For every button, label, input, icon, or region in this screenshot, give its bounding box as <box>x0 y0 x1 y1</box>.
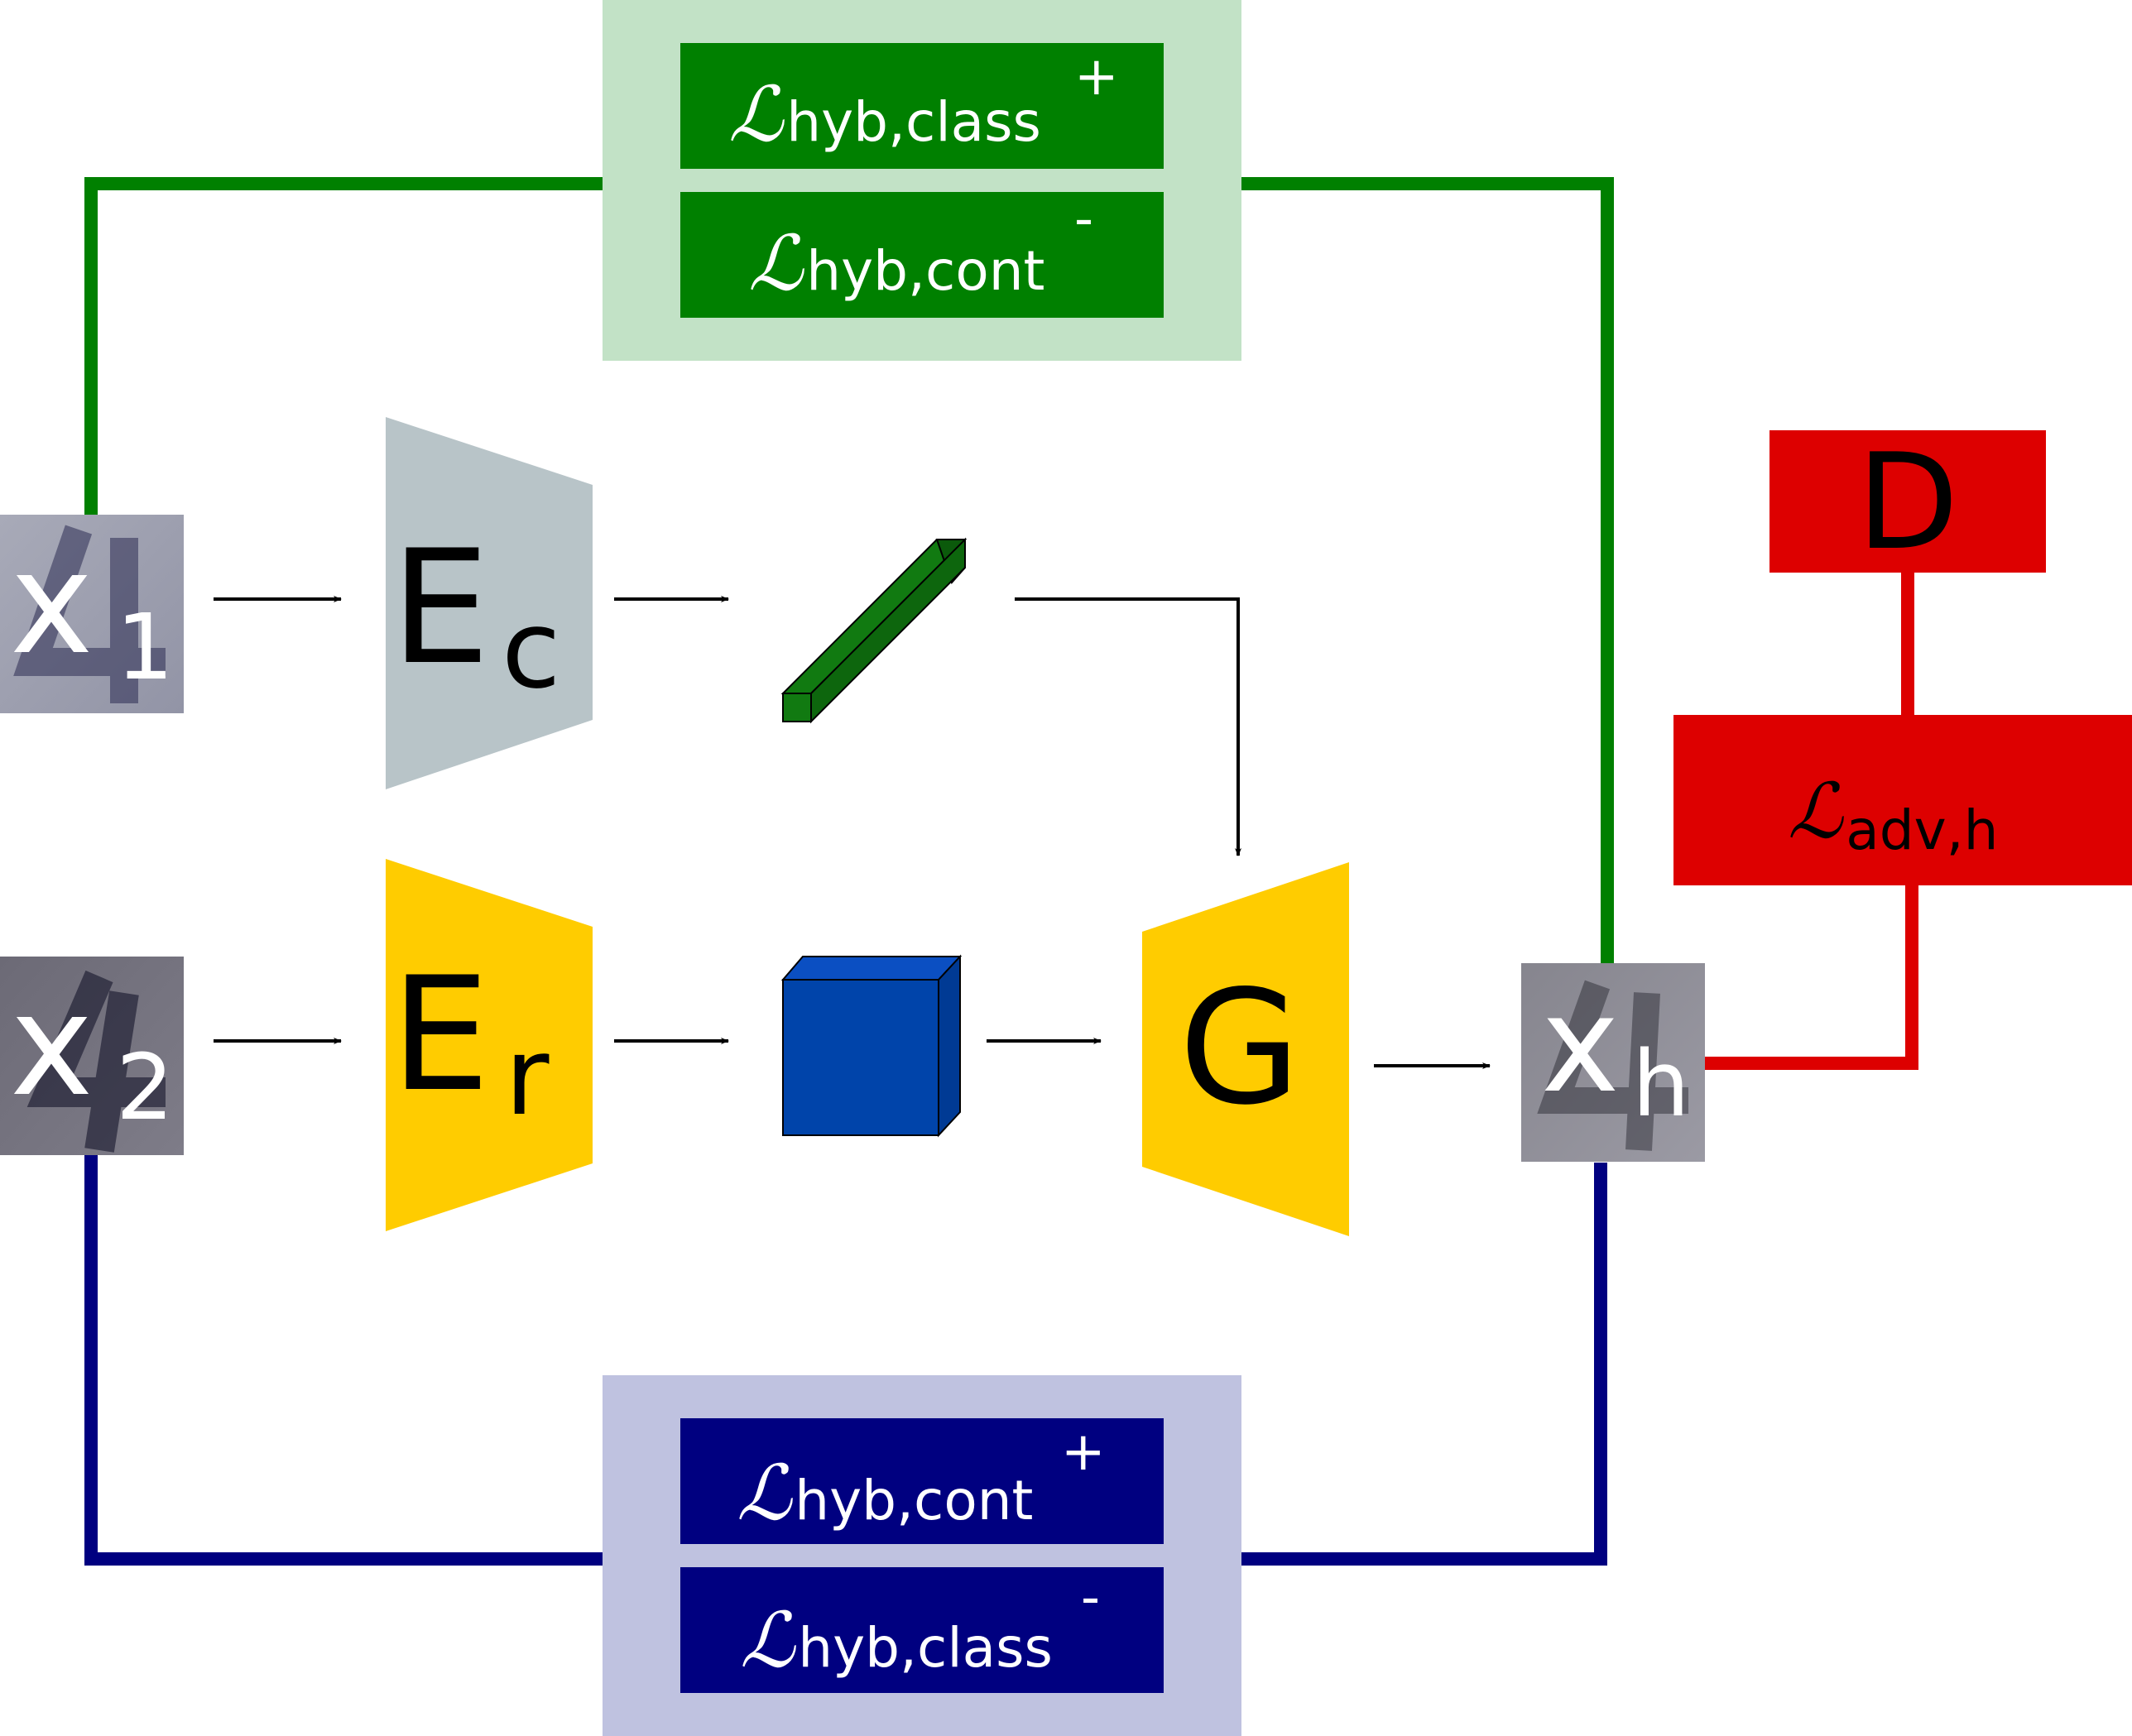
discriminator-label: D <box>1856 424 1958 579</box>
loss-hyb-cont-plus: ℒhyb,cont + <box>680 1418 1164 1544</box>
svg-text:ℒhyb,cont: ℒhyb,cont <box>748 219 1044 308</box>
arrows <box>214 596 1491 1069</box>
top-loss-panel: ℒhyb,class + ℒhyb,cont - <box>603 0 1241 361</box>
loss-subscript: hyb,class <box>798 1616 1053 1680</box>
digit-stroke-shape <box>26 970 166 1153</box>
green-connections <box>84 177 1614 964</box>
loss-superscript: + <box>1074 46 1119 108</box>
generator-label: G <box>1179 957 1300 1139</box>
loss-subscript: adv,h <box>1846 798 1998 862</box>
svg-text:ℒhyb,class: ℒhyb,class <box>728 70 1041 159</box>
green-line-x1-to-top-panel <box>84 177 604 516</box>
svg-text:x1: x1 <box>10 522 174 700</box>
output-subscript: h <box>1632 1031 1690 1137</box>
loss-superscript: - <box>1074 189 1093 250</box>
discriminator-block: D <box>1769 424 2046 579</box>
generator-g: G <box>1142 862 1349 1236</box>
digit-stroke-shape <box>13 525 166 703</box>
red-connections <box>1705 573 1918 1070</box>
navy-connections <box>84 1154 1607 1566</box>
bottom-loss-panel: ℒhyb,cont + ℒhyb,class - <box>603 1375 1241 1736</box>
navy-line-bottom-panel-to-xh <box>1241 1163 1607 1566</box>
loss-symbol: ℒ <box>748 219 804 308</box>
svg-text:Er: Er <box>391 943 550 1139</box>
digit-image-icon <box>1521 963 1705 1162</box>
output-base-label: x <box>1541 967 1620 1122</box>
loss-subscript: hyb,cont <box>806 239 1044 303</box>
input-base-label: x <box>10 522 94 686</box>
svg-text:ℒhyb,cont: ℒhyb,cont <box>737 1449 1033 1537</box>
loss-hyb-cont-minus: ℒhyb,cont - <box>680 189 1164 318</box>
encoder-subscript: c <box>502 587 560 712</box>
loss-superscript: + <box>1061 1422 1106 1483</box>
loss-symbol: ℒ <box>1788 767 1844 856</box>
input-subscript: 2 <box>116 1034 174 1140</box>
encoder-base-label: E <box>391 516 490 699</box>
loss-superscript: - <box>1081 1567 1100 1628</box>
green-line-top-panel-to-xh <box>1241 177 1614 964</box>
svg-text:Ec: Ec <box>391 516 560 712</box>
digit-stroke-shape <box>1537 980 1688 1151</box>
adversarial-loss-block: ℒadv,h <box>1673 715 2132 885</box>
loss-hyb-class-minus: ℒhyb,class - <box>680 1567 1164 1693</box>
loss-symbol: ℒ <box>740 1596 796 1685</box>
red-line-adv-loss-to-xh <box>1705 885 1918 1070</box>
navy-line-x2-to-bottom-panel <box>84 1154 604 1566</box>
svg-text:ℒadv,h: ℒadv,h <box>1788 767 1998 862</box>
svg-text:xh: xh <box>1541 967 1690 1137</box>
loss-subscript: hyb,class <box>786 90 1041 154</box>
encoder-subscript: r <box>505 1014 550 1139</box>
input-base-label: x <box>10 964 94 1128</box>
loss-hyb-class-plus: ℒhyb,class + <box>680 43 1164 169</box>
digit-image-icon <box>0 515 184 713</box>
arrow-content-to-generator <box>1015 597 1241 856</box>
loss-subscript: hyb,cont <box>795 1469 1033 1532</box>
encoder-base-label: E <box>391 943 490 1126</box>
svg-text:ℒhyb,class: ℒhyb,class <box>740 1596 1053 1685</box>
green-bar-icon <box>780 537 968 724</box>
svg-text:x2: x2 <box>10 964 174 1140</box>
input-subscript: 1 <box>116 594 174 700</box>
loss-symbol: ℒ <box>728 70 785 159</box>
loss-symbol: ℒ <box>737 1449 793 1537</box>
blue-cube-icon <box>780 954 963 1138</box>
